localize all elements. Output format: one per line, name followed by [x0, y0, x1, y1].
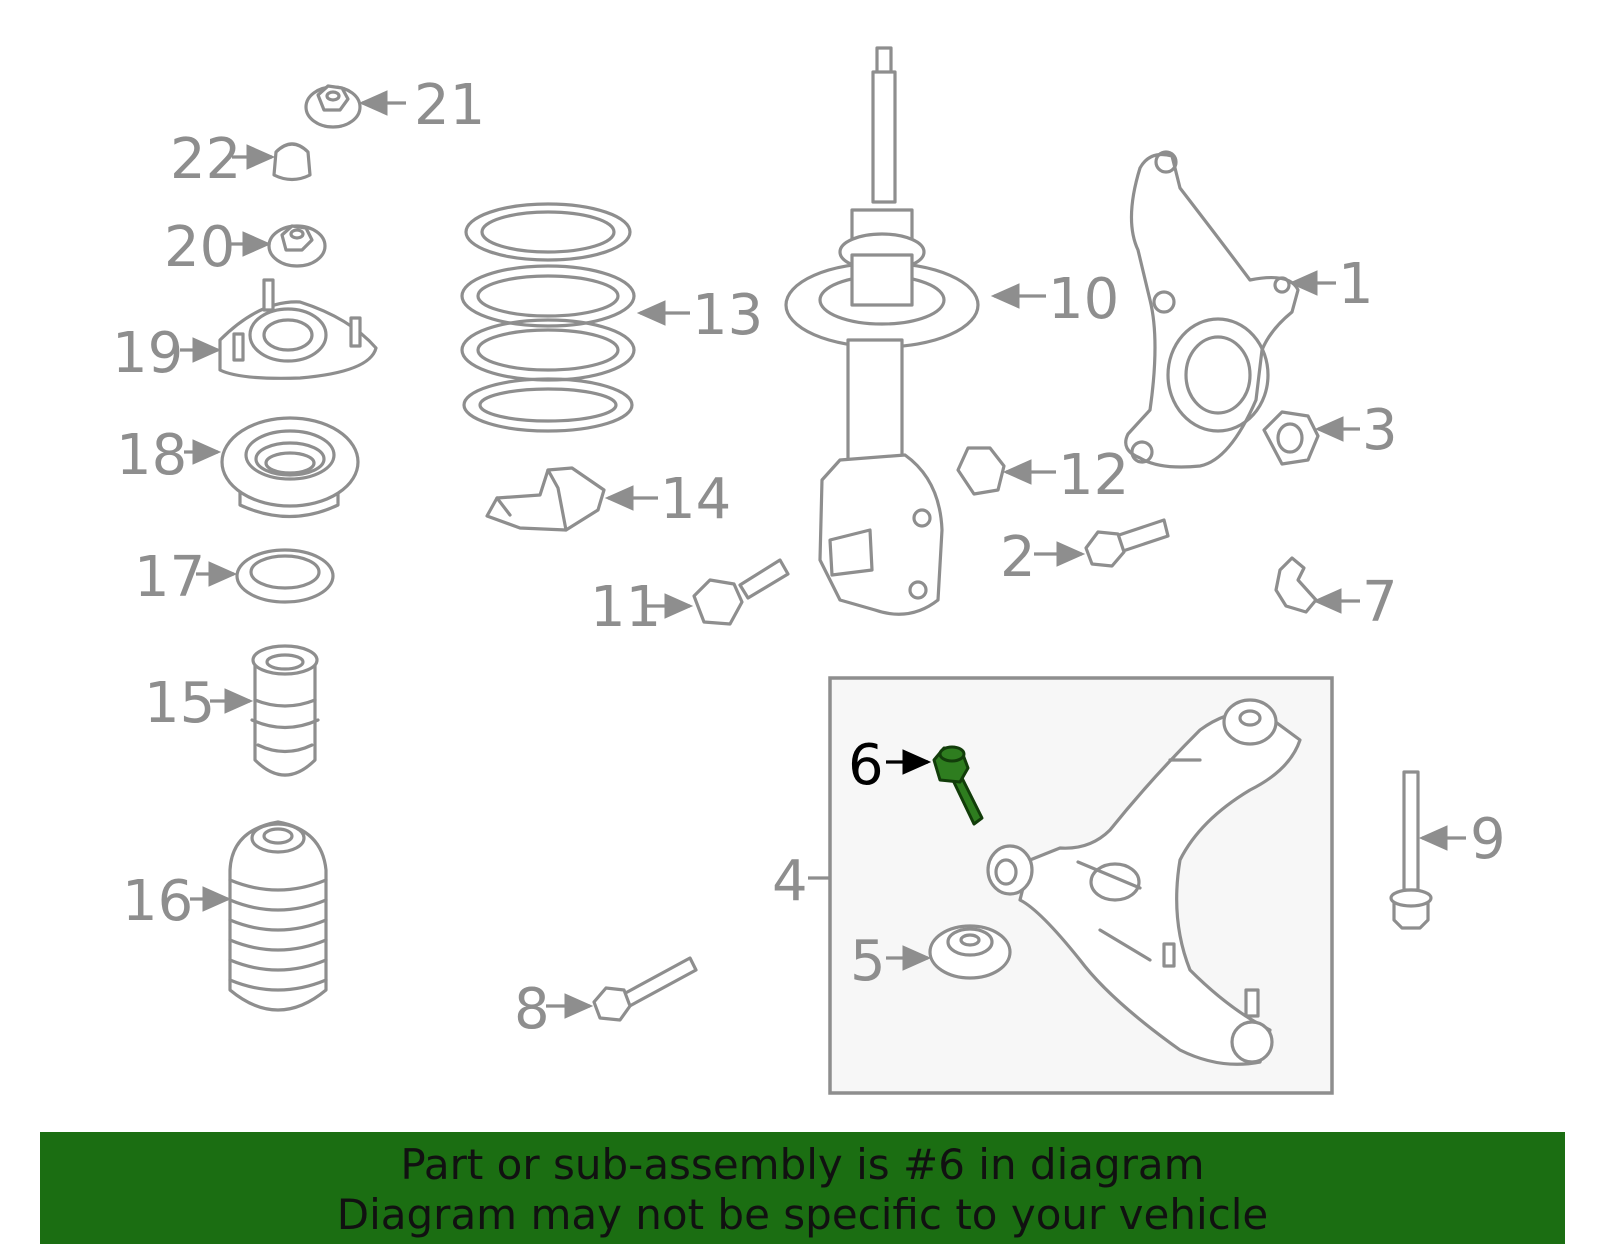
part-4-control-arm: [986, 698, 1302, 1066]
callout-21: 21: [414, 73, 485, 138]
callout-11: 11: [590, 575, 661, 640]
part-11-bolt: [692, 558, 790, 626]
callout-7: 7: [1362, 570, 1398, 635]
callout-9: 9: [1470, 807, 1506, 872]
callout-10: 10: [1048, 267, 1119, 332]
callout-2: 2: [1000, 525, 1036, 590]
part-10-strut: [784, 46, 980, 616]
info-banner: Part or sub-assembly is #6 in diagram Di…: [40, 1132, 1565, 1244]
callout-16: 16: [122, 869, 193, 934]
part-2-bolt: [1084, 518, 1170, 568]
part-3-nut: [1262, 410, 1320, 466]
part-9-long-bolt: [1389, 770, 1433, 930]
part-18-spring-seat: [220, 416, 360, 519]
callout-5: 5: [850, 929, 886, 994]
callout-17: 17: [134, 545, 205, 610]
part-22-cap: [272, 142, 312, 182]
part-14-spring-pad: [485, 466, 606, 532]
callout-19: 19: [112, 321, 183, 386]
callout-12: 12: [1058, 443, 1129, 508]
callout-15: 15: [144, 671, 215, 736]
part-5-washer: [928, 924, 1012, 980]
part-17-seal-ring: [235, 548, 335, 604]
part-19-strut-mount: [218, 278, 378, 380]
part-15-bump-stop: [250, 644, 320, 777]
part-7-clip: [1274, 556, 1318, 614]
part-21-nut: [304, 84, 362, 129]
leader-arrows: [180, 90, 1466, 1019]
part-20-nut: [267, 224, 327, 268]
callout-20: 20: [164, 215, 235, 280]
callout-18: 18: [116, 423, 187, 488]
part-1-steering-knuckle: [1124, 150, 1300, 469]
callout-3: 3: [1362, 398, 1398, 463]
callout-13: 13: [692, 283, 763, 348]
part-8-bolt: [592, 956, 698, 1022]
callout-14: 14: [660, 467, 731, 532]
callout-1: 1: [1338, 252, 1374, 317]
part-13-coil-spring: [460, 202, 636, 433]
banner-line-1: Part or sub-assembly is #6 in diagram: [400, 1140, 1205, 1189]
callout-22: 22: [170, 127, 241, 192]
callout-8: 8: [514, 977, 550, 1042]
callout-4: 4: [772, 849, 808, 914]
part-12-nut: [956, 446, 1006, 496]
banner-line-2: Diagram may not be specific to your vehi…: [336, 1190, 1269, 1239]
part-6-bolt-highlighted: [932, 745, 984, 826]
callout-6: 6: [848, 733, 884, 798]
part-16-dust-boot: [228, 820, 328, 1012]
